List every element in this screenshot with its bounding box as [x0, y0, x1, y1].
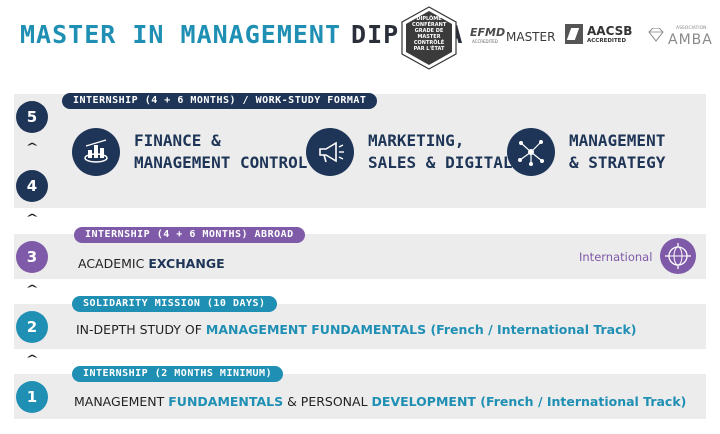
track-marketing-label: MARKETING, SALES & DIGITAL [368, 131, 513, 172]
aacsb-logo: AACSB ACCREDITED [565, 24, 632, 48]
years-4-5-panel [14, 94, 706, 208]
strategy-network-icon [507, 128, 555, 176]
diamond-icon [648, 28, 664, 42]
level-badge-1: 1 [16, 381, 48, 413]
megaphone-icon [306, 128, 354, 176]
internship-pill-years-4-5: INTERNSHIP (4 + 6 MONTHS) / WORK-STUDY F… [62, 93, 378, 109]
caret-up-icon: ^ [25, 284, 39, 295]
level-badge-3: 3 [16, 241, 48, 273]
internship-abroad-pill: INTERNSHIP (4 + 6 MONTHS) ABROAD [74, 227, 305, 243]
finance-chart-icon [72, 128, 120, 176]
in-depth-study-text: IN-DEPTH STUDY OF MANAGEMENT FUNDAMENTAL… [76, 322, 637, 337]
caret-up-icon: ^ [25, 213, 39, 224]
internship-2-months-pill: INTERNSHIP (2 MONTHS MINIMUM) [72, 366, 284, 382]
track-strategy-label: MANAGEMENT & STRATEGY [569, 131, 666, 172]
seal-text: DIPLÔME CONFÉRANT GRADE DE MASTER CONTRÔ… [412, 16, 447, 52]
caret-up-icon: ^ [25, 354, 39, 365]
aacsb-mark-icon [565, 24, 583, 44]
page-title: MASTER IN MANAGEMENTDIPLOMA [20, 20, 463, 49]
level-badge-5: 5 [16, 101, 48, 133]
track-finance-label: FINANCE & MANAGEMENT CONTROL [134, 131, 308, 172]
management-fundamentals-text: MANAGEMENT FUNDAMENTALS & PERSONAL DEVEL… [74, 394, 687, 409]
state-seal-icon [401, 6, 457, 70]
solidarity-mission-pill: SOLIDARITY MISSION (10 DAYS) [72, 296, 277, 312]
amba-logo: ASSOCIATION AMBA [648, 26, 716, 50]
page-title-primary: MASTER IN MANAGEMENT [20, 20, 342, 49]
caret-up-icon: ^ [25, 142, 39, 153]
globe-target-icon [660, 238, 696, 274]
header: MASTER IN MANAGEMENTDIPLOMA DIPLÔME CONF… [0, 0, 720, 80]
level-badge-2: 2 [16, 311, 48, 343]
efmd-logo: EFMD ACCREDITED MASTER [470, 26, 556, 44]
international-label: International [579, 250, 653, 264]
level-badge-4: 4 [16, 170, 48, 202]
academic-exchange-text: ACADEMIC EXCHANGE [78, 256, 225, 271]
